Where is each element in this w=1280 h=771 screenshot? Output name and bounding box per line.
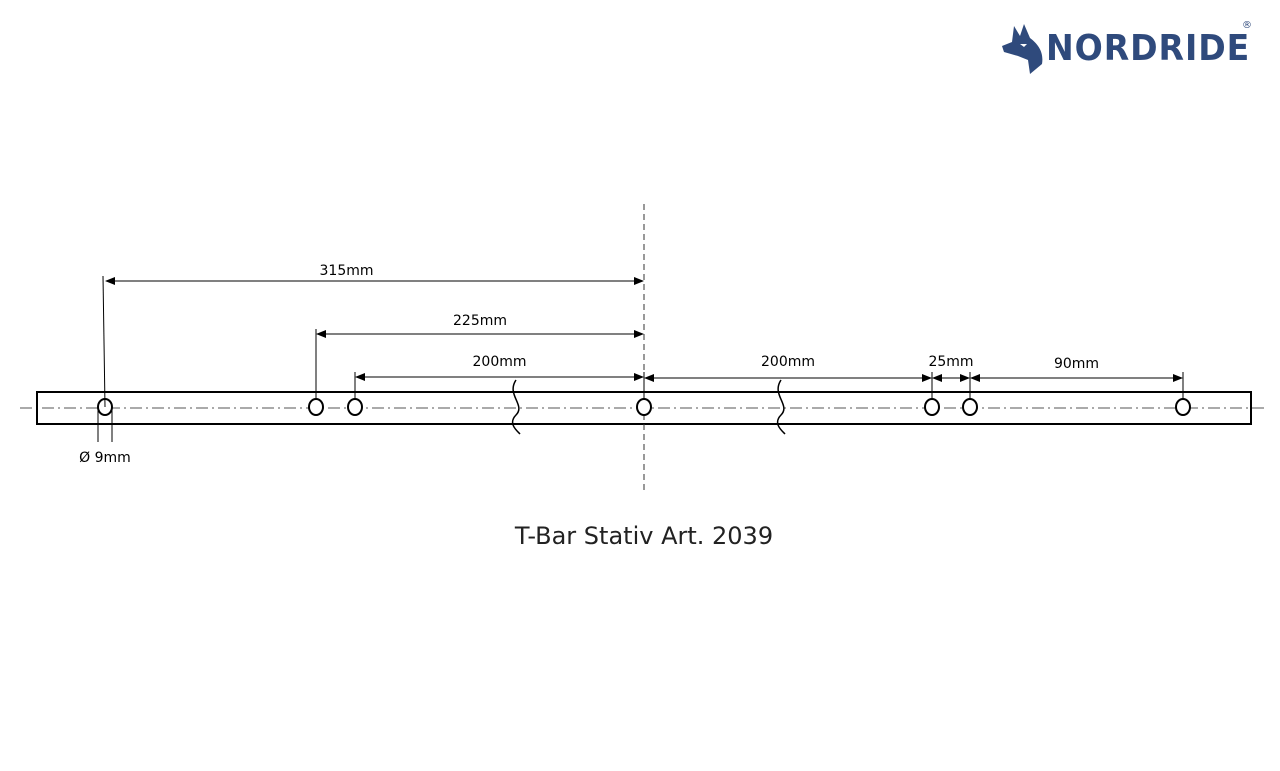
extension-line (102, 275, 106, 408)
dimension-label: 25mm (928, 354, 973, 370)
dimension-label: 225mm (453, 313, 507, 329)
mounting-hole (347, 398, 363, 416)
break-mark (776, 379, 786, 435)
drawing-title: T-Bar Stativ Art. 2039 (514, 522, 774, 550)
dimension-label: 90mm (1054, 356, 1099, 372)
wolf-head-icon (1002, 24, 1043, 74)
logo-text: NORDRIDE (1046, 27, 1251, 69)
mounting-hole (636, 398, 652, 416)
dimension-label: 315mm (320, 263, 374, 279)
dimension-label: 200mm (761, 354, 815, 370)
mounting-hole (308, 398, 324, 416)
nordride-logo: NORDRIDE ® (1000, 20, 1268, 74)
hole-diameter-label: Ø 9mm (79, 450, 131, 466)
mounting-hole (1175, 398, 1191, 416)
registered-mark: ® (1242, 20, 1252, 31)
mounting-hole (962, 398, 978, 416)
mounting-hole (924, 398, 940, 416)
break-mark (511, 379, 521, 435)
dimension-label: 200mm (473, 354, 527, 370)
